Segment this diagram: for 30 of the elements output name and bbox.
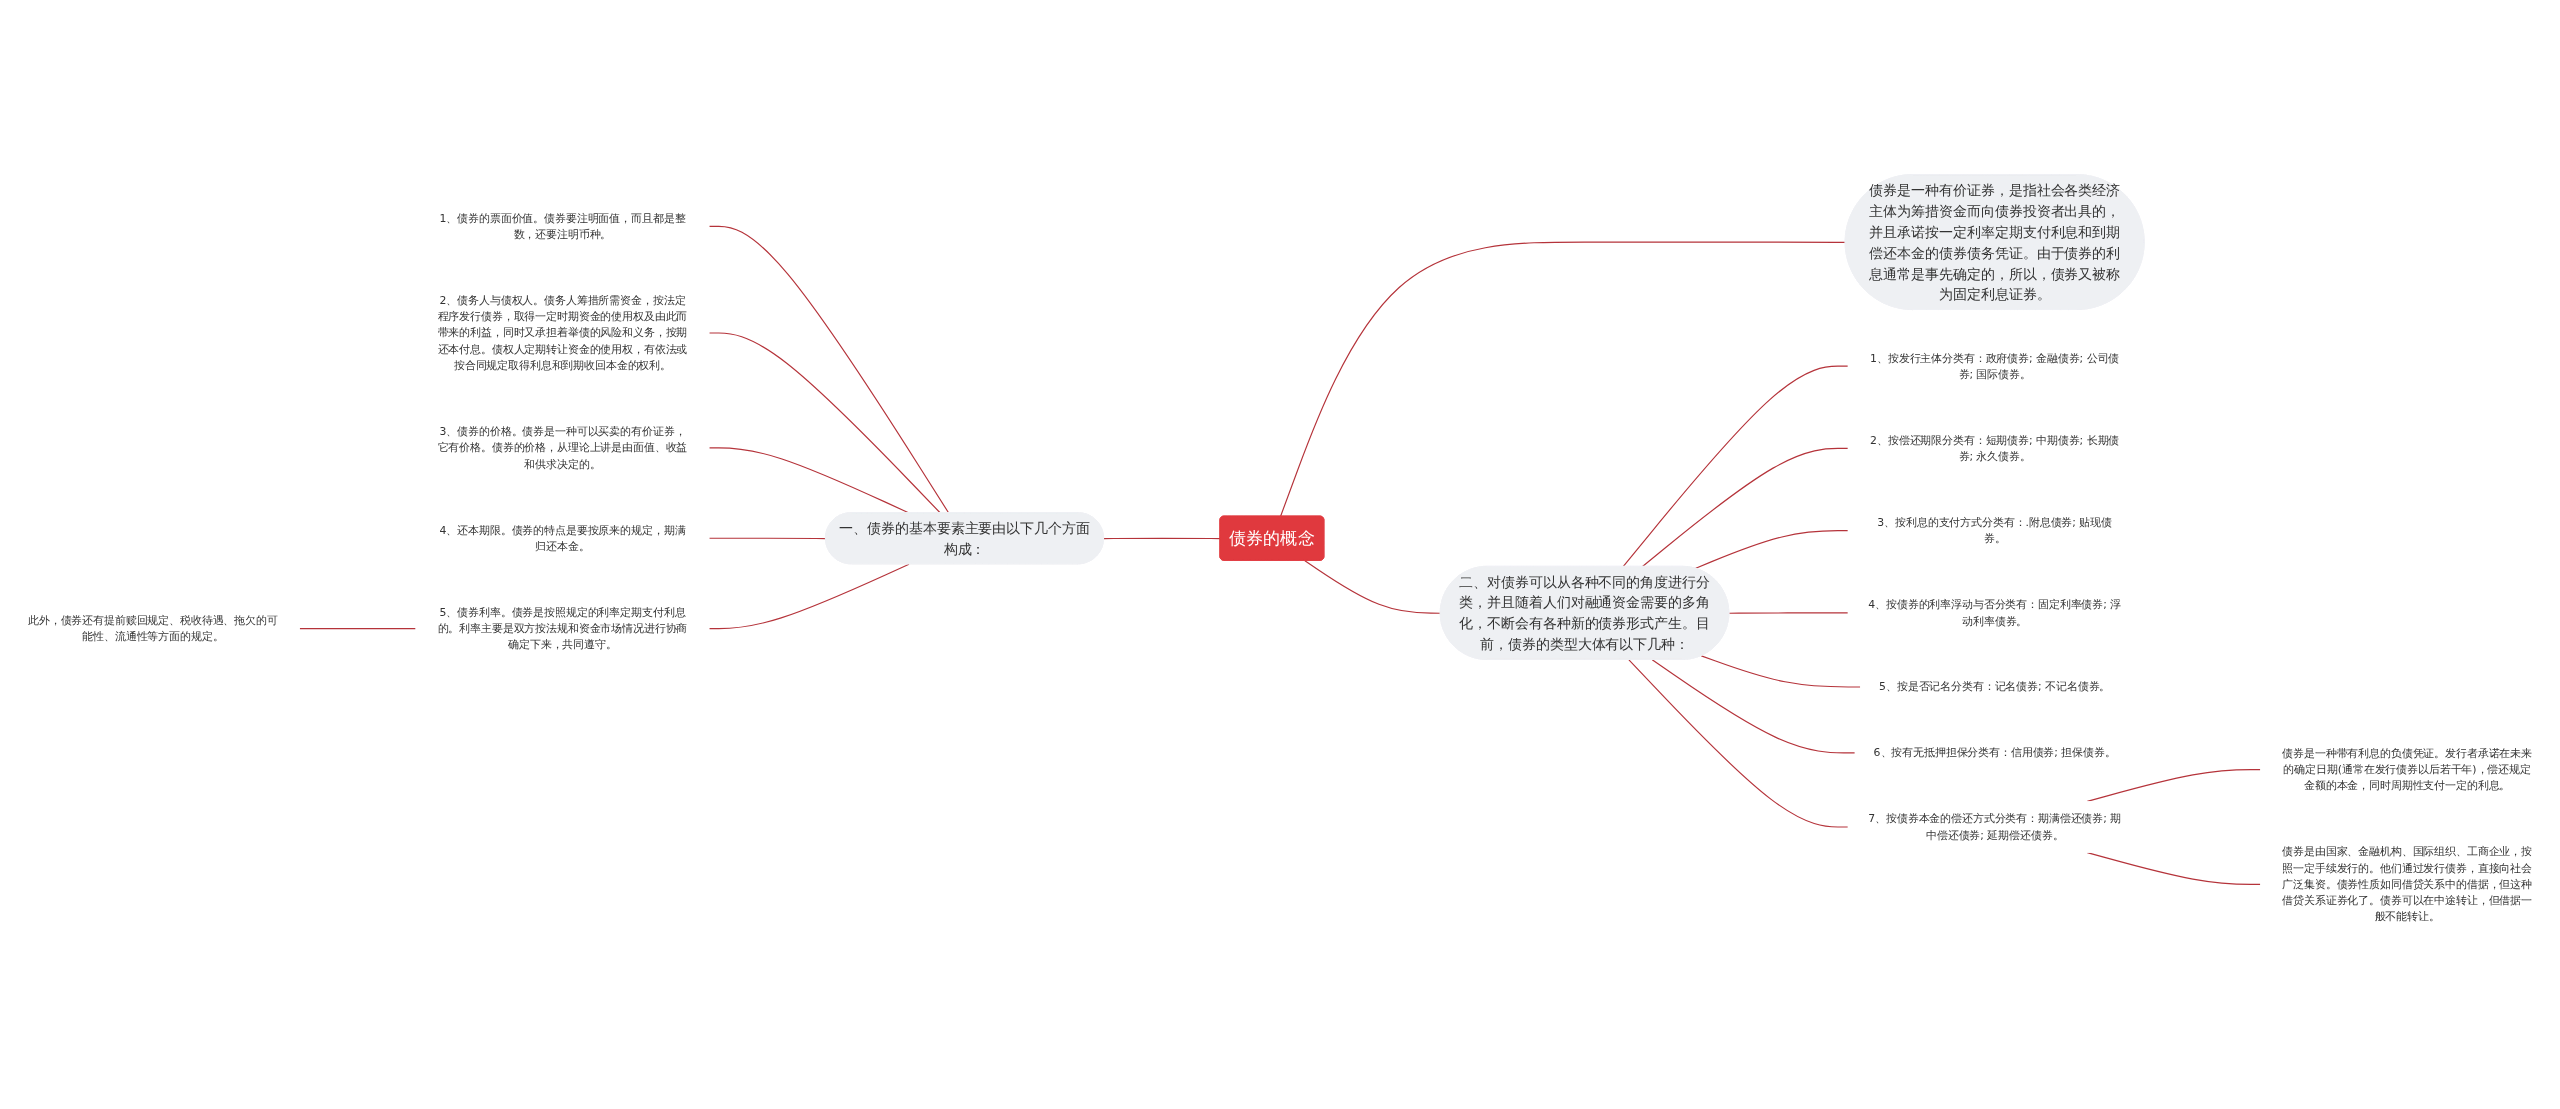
node-text: 2、债务人与债权人。债务人筹措所需资金，按法定程序发行债券，取得一定时期资金的使用权及由此而带来的利益，同时又承担着举债的风险和义务，按期还本付息。债权人定期转让资金的使用权，有依法或按合同规定取得利息和到期收回本金的权利。 (437, 293, 688, 372)
node-text: 3、债券的价格。债券是一种可以买卖的有价证券，它有价格。债券的价格，从理论上讲是由面值、收益和供求决定的。 (437, 424, 688, 470)
connector (708, 563, 910, 630)
connector (1694, 530, 1849, 570)
node-text: 4、还本期限。债券的特点是要按原来的规定，期满归还本金。 (439, 523, 686, 553)
connector (1304, 560, 1442, 614)
connector (1622, 365, 1849, 568)
connector (298, 628, 417, 630)
connector (1279, 241, 1847, 518)
node-text: 5、按是否记名分类有：记名债券; 不记名债券。 (1879, 680, 2111, 693)
connector (1651, 659, 1856, 754)
connector (708, 332, 941, 514)
node-text: 债券是一种带有利息的负债凭证。发行者承诺在未来的确定日期(通常在发行债券以后若干年)，偿还规定金额的本金，同时周期性支付一定的利息。 (2282, 746, 2533, 792)
connector (1700, 655, 1861, 688)
connector (708, 225, 950, 514)
connector (1103, 537, 1221, 540)
node-text: 3、按利息的支付方式分类有：.附息债券; 贴现债券。 (1877, 515, 2113, 545)
node-text: 债券是由国家、金融机构、国际组织、工商企业，按照一定手续发行的。他们通过发行债券，直接向社会广泛集资。债券性质如同借贷关系中的借据，但这种借贷关系证券化了。债券可以在中途转让，但借据一般不能转让。 (2282, 845, 2533, 923)
node-text: 1、债券的票面价值。债券要注明面值，而且都是整数，还要注明币种。 (439, 211, 686, 241)
connector (1628, 659, 1849, 828)
node-text: 2、按偿还期限分类有：短期债券; 中期债券; 长期债券; 永久债券。 (1870, 433, 2120, 463)
node-text: 4、按债券的利率浮动与否分类有：固定利率债券; 浮动利率债券。 (1868, 598, 2122, 627)
connector (708, 537, 827, 540)
connector (1641, 447, 1849, 568)
node-text: 7、按债券本金的偿还方式分类有：期满偿还债券; 期中偿还债券; 延期偿还债券。 (1868, 812, 2122, 841)
connector (1728, 612, 1849, 614)
node-text: 此外，债券还有提前赎回规定、税收待遇、拖欠的可能性、流通性等方面的规定。 (27, 613, 278, 643)
node-text: 6、按有无抵押担保分类有：信用债券; 担保债券。 (1873, 746, 2116, 759)
node-text: 1、按发行主体分类有：政府债券; 金融债券; 公司债券; 国际债券。 (1870, 351, 2120, 381)
node-text: 5、债券利率。债券是按照规定的利率定期支付利息的。利率主要是双方按法规和资金市场情况进行协商确定下来，共同遵守。 (437, 605, 688, 651)
